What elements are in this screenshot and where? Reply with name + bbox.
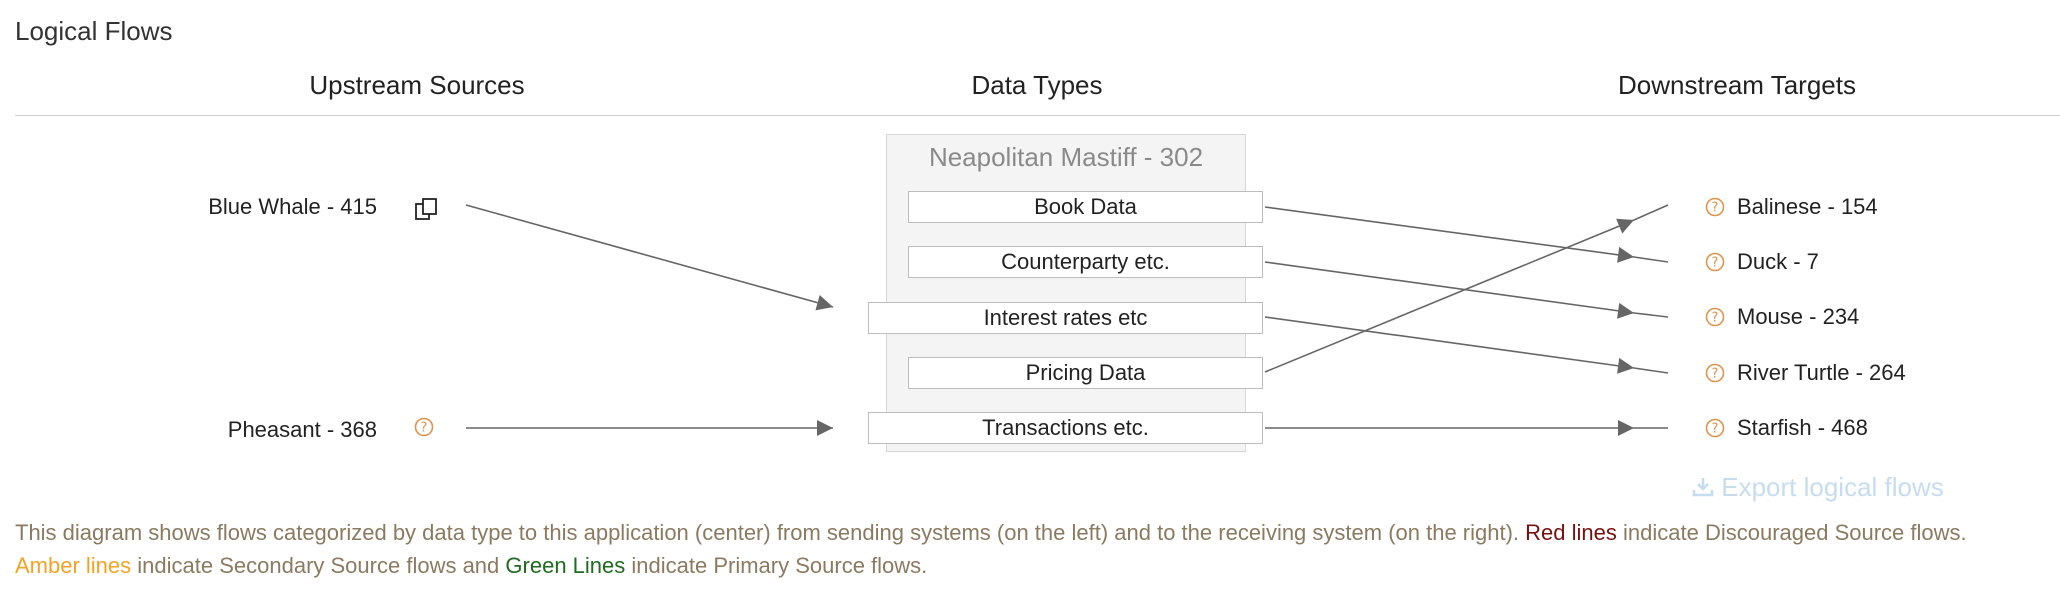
upstream-header: Upstream Sources [309, 70, 525, 100]
svg-text:?: ? [1712, 367, 1719, 382]
data-type-interest-rates[interactable]: Interest rates etc [868, 302, 1263, 334]
svg-text:?: ? [1712, 311, 1719, 326]
downstream-node-starfish[interactable]: Starfish - 468 [1737, 415, 1868, 440]
data-type-counterparty[interactable]: Counterparty etc. [908, 246, 1263, 278]
flow-pricing-data-to-balinese [1264, 218, 1635, 373]
question-circle-icon: ? [1705, 307, 1725, 332]
application-box [886, 134, 1246, 452]
download-icon [1692, 478, 1714, 497]
application-name: Neapolitan Mastiff - 302 [928, 142, 1204, 172]
legend-text: This diagram shows flows categorized by … [15, 520, 1520, 545]
svg-text:?: ? [421, 421, 428, 436]
question-circle-icon: ? [1705, 363, 1725, 388]
svg-text:?: ? [1712, 422, 1719, 437]
legend-amber-lines: Amber lines [15, 553, 132, 578]
flow-book-data-to-duck [1264, 206, 1635, 263]
export-logical-flows-link[interactable]: Export logical flows [1692, 472, 1944, 503]
flow-blue-whale-to-interest-rates [465, 204, 834, 311]
downstream-header: Downstream Targets [1618, 70, 1856, 100]
downstream-node-river-turtle[interactable]: River Turtle - 264 [1737, 360, 1906, 385]
legend-text: indicate Secondary Source flows and [137, 553, 500, 578]
legend-text: indicate Discouraged Source flows. [1623, 520, 1967, 545]
question-circle-icon: ? [1705, 252, 1725, 277]
data-type-pricing-data[interactable]: Pricing Data [908, 357, 1263, 389]
svg-text:?: ? [1712, 201, 1719, 216]
svg-text:?: ? [1712, 256, 1719, 271]
upstream-node-blue-whale[interactable]: Blue Whale - 415 [208, 194, 377, 219]
downstream-node-balinese[interactable]: Balinese - 154 [1737, 194, 1878, 219]
section-title: Logical Flows [15, 16, 173, 46]
data-type-book-data[interactable]: Book Data [908, 191, 1263, 223]
flow-counterparty-to-mouse [1264, 261, 1635, 319]
question-circle-icon: ? [1705, 197, 1725, 222]
legend-description: This diagram shows flows categorized by … [15, 516, 2015, 582]
question-circle-icon: ? [1705, 418, 1725, 443]
data-type-transactions[interactable]: Transactions etc. [868, 412, 1263, 444]
header-divider [15, 115, 2060, 116]
flow-interest-rates-to-river-turtle [1264, 316, 1635, 374]
legend-red-lines: Red lines [1525, 520, 1617, 545]
legend-text: indicate Primary Source flows. [631, 553, 928, 578]
downstream-node-mouse[interactable]: Mouse - 234 [1737, 304, 1860, 329]
downstream-node-duck[interactable]: Duck - 7 [1737, 249, 1819, 274]
question-circle-icon: ? [414, 417, 434, 442]
export-label: Export logical flows [1721, 472, 1944, 502]
copy-icon[interactable] [414, 196, 440, 227]
upstream-node-pheasant[interactable]: Pheasant - 368 [227, 417, 377, 442]
data-types-header: Data Types [971, 70, 1103, 100]
legend-green-lines: Green Lines [505, 553, 626, 578]
